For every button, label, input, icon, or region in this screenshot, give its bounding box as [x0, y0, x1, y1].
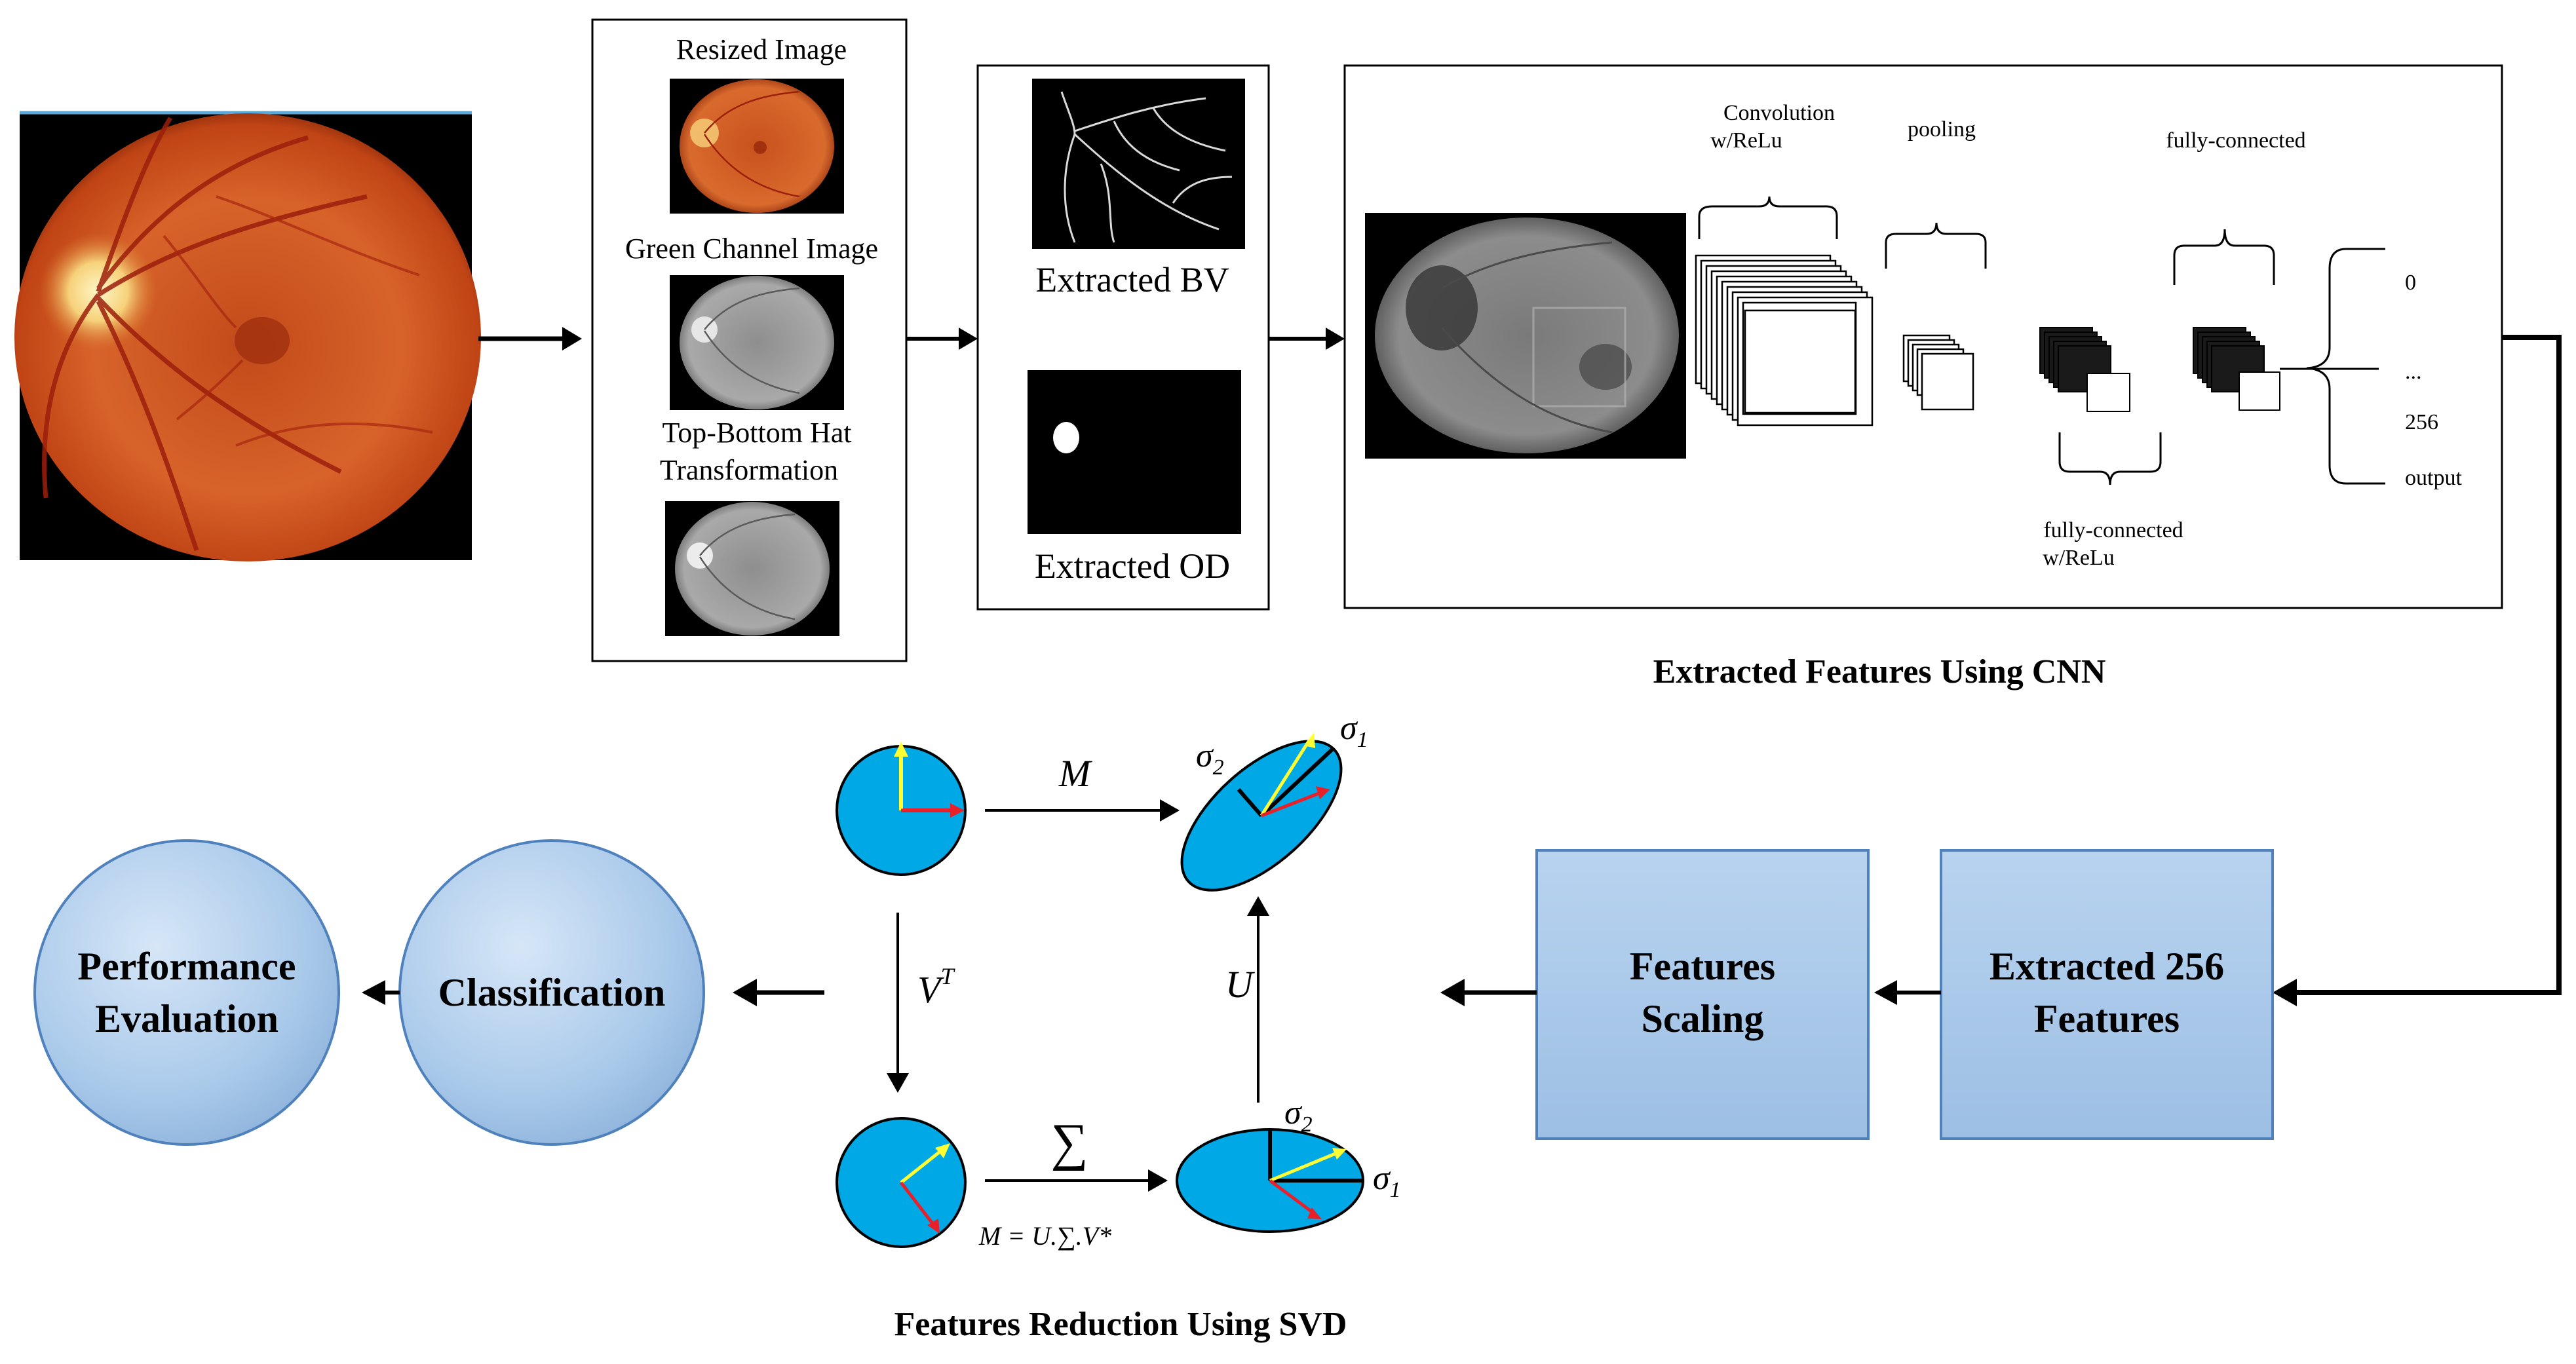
output-label-0: 0 — [2405, 271, 2416, 295]
resized-image — [670, 79, 844, 214]
fc-bottom-brace — [2058, 432, 2162, 485]
svg-text:Classification: Classification — [438, 971, 666, 1014]
fc-bottom-label-line2: w/ReLu — [2043, 546, 2115, 570]
green-channel-label: Green Channel Image — [625, 233, 878, 265]
arrow-scaling-to-svd — [1440, 979, 1465, 1006]
resized-image-label: Resized Image — [676, 33, 847, 66]
pooling-layer-stack — [1902, 334, 1974, 411]
pooling-label: pooling — [1908, 117, 1976, 142]
fundus-image — [14, 111, 481, 561]
classification-circle: Classification — [398, 839, 705, 1146]
output-label-output: output — [2405, 466, 2462, 490]
pooling-brace — [1885, 222, 1987, 269]
performance-evaluation-circle: Performance Evaluation — [33, 839, 340, 1146]
tophat-label-line2: Transformation — [660, 454, 838, 486]
green-channel-image — [670, 275, 844, 410]
svg-text:Evaluation: Evaluation — [95, 997, 279, 1040]
preprocessing-panel: Resized Image Green Channel Image Top-Bo… — [591, 18, 908, 662]
svd-sigma-sum-label: ∑ — [1050, 1114, 1088, 1171]
tophat-label-line1: Top-Bottom Hat — [662, 417, 851, 449]
svd-sigma1-bottom: σ1 — [1373, 1160, 1401, 1202]
arrow-extraction-to-cnn — [1326, 328, 1345, 350]
svg-text:Performance: Performance — [77, 945, 296, 988]
extracted-bv-label: Extracted BV — [1035, 260, 1229, 299]
svd-caption: Features Reduction Using SVD — [894, 1306, 1347, 1343]
extracted-features-box: Extracted 256 Features — [1940, 849, 2274, 1140]
fc-stack — [2193, 327, 2280, 411]
svd-sigma1-top: σ1 — [1340, 710, 1368, 752]
fc-relu-stack — [2039, 327, 2130, 412]
conv-label-line2: w/ReLu — [1710, 128, 1782, 153]
output-label-256: 256 — [2405, 410, 2438, 434]
svd-vt-label: VT — [917, 963, 955, 1011]
svg-text:Features: Features — [1630, 945, 1775, 988]
output-label-dots: ... — [2405, 360, 2422, 384]
cnn-panel: Convolution w/ReLu pooling fully-connect… — [1343, 64, 2503, 609]
arrow-preprocess-to-extraction — [959, 328, 978, 350]
extracted-od-label: Extracted OD — [1035, 546, 1230, 586]
cnn-caption: Extracted Features Using CNN — [1653, 653, 2106, 691]
features-scaling-box: Features Scaling — [1535, 849, 1870, 1140]
tophat-image — [665, 501, 839, 636]
optic-disc-image — [1028, 370, 1241, 534]
arrow-classification-to-performance — [362, 980, 385, 1005]
svd-u-label: U — [1225, 963, 1256, 1006]
arrow-svd-to-classification — [733, 979, 757, 1006]
svd-formula: M = U.∑.V* — [978, 1221, 1111, 1251]
arrow-cnn-to-features — [2297, 335, 2562, 995]
svd-sigma2-bottom: σ2 — [1284, 1094, 1313, 1137]
extraction-panel: Extracted BV Extracted OD — [976, 64, 1270, 611]
blood-vessel-image — [1032, 79, 1245, 249]
cnn-input-image — [1365, 213, 1686, 459]
svg-text:Extracted 256: Extracted 256 — [1990, 945, 2224, 988]
conv-label-line1: Convolution — [1723, 101, 1835, 125]
svd-m-label: M — [1058, 752, 1092, 795]
fc-top-brace — [2173, 229, 2275, 285]
arrow-extracted-to-scaling — [1874, 980, 1897, 1005]
svg-text:Features: Features — [2034, 997, 2180, 1040]
svg-text:Scaling: Scaling — [1642, 997, 1764, 1040]
svd-sigma2-top: σ2 — [1196, 737, 1224, 780]
svd-diagram: M σ1 σ2 VT U ∑ M = U.∑.V* — [836, 710, 1401, 1251]
conv-brace — [1698, 196, 1838, 239]
fc-bottom-label-line1: fully-connected — [2043, 518, 2183, 542]
fc-top-label: fully-connected — [2166, 128, 2305, 153]
